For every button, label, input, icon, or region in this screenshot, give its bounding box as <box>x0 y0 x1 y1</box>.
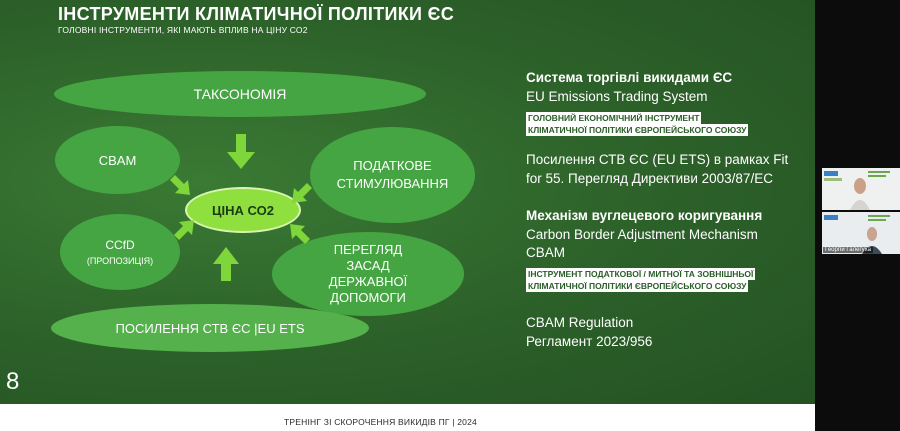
participant-avatar-icon <box>822 168 900 210</box>
arrow-right-up-icon <box>174 220 194 240</box>
presentation-slide: ІНСТРУМЕНТИ КЛІМАТИЧНОЇ ПОЛІТИКИ ЄС ГОЛО… <box>0 0 815 404</box>
slide-footer <box>0 404 815 431</box>
ets-tag-2: КЛІМАТИЧНОЇ ПОЛІТИКИ ЄВРОПЕЙСЬКОГО СОЮЗУ <box>526 124 749 136</box>
arrow-up-icon <box>213 247 239 281</box>
cbam-abbr: CBAM <box>526 245 566 260</box>
arrow-left-up-icon <box>290 224 310 244</box>
ets-ellipse: ПОСИЛЕННЯ СТВ ЄС |EU ETS <box>51 304 369 352</box>
co2-price-label: ЦІНА СО2 <box>212 202 274 218</box>
ets-label: ПОСИЛЕННЯ СТВ ЄС |EU ETS <box>115 320 305 336</box>
ets-tag-1: ГОЛОВНИЙ ЕКОНОМІЧНИЙ ІНСТРУМЕНТ <box>526 112 702 124</box>
cbam-english: Carbon Border Adjustment Mechanism <box>526 227 758 242</box>
arrow-down-icon <box>227 134 255 169</box>
slide-subtitle: ГОЛОВНІ ІНСТРУМЕНТИ, ЯКІ МАЮТЬ ВПЛИВ НА … <box>58 25 308 35</box>
slide-title: ІНСТРУМЕНТИ КЛІМАТИЧНОЇ ПОЛІТИКИ ЄС <box>58 4 454 24</box>
cbam-label: CBAM <box>98 152 137 168</box>
ccfd-note: (ПРОПОЗИЦІЯ) <box>86 256 154 266</box>
participant-video-1[interactable] <box>822 168 900 210</box>
ets-line-2: for 55. Перегляд Директиви 2003/87/ЕС <box>526 171 773 186</box>
regulation-line-2: Регламент 2023/956 <box>526 334 653 349</box>
tax-incentive-ellipse: ПОДАТКОВЕ СТИМУЛЮВАННЯ <box>310 127 475 223</box>
ccfd-label: CCfD <box>105 238 135 252</box>
tax-incentive-label: ПОДАТКОВЕ СТИМУЛЮВАННЯ <box>336 158 449 191</box>
ets-english: EU Emissions Trading System <box>526 89 708 104</box>
footer-text: ТРЕНІНГ ЗІ СКОРОЧЕННЯ ВИКИДІВ ПГ | 2024 <box>284 417 477 427</box>
ccfd-ellipse: CCfD (ПРОПОЗИЦІЯ) <box>60 214 180 290</box>
arrow-left-down-icon <box>292 183 312 203</box>
regulation-line-1: CBAM Regulation <box>526 315 634 330</box>
cbam-ellipse: CBAM <box>55 126 180 194</box>
state-aid-label: ПЕРЕГЛЯД ЗАСАД ДЕРЖАВНОЇ ДОПОМОГИ <box>328 242 408 305</box>
cbam-heading: Механізм вуглецевого коригування <box>526 208 763 223</box>
taxonomy-label: ТАКСОНОМІЯ <box>193 86 287 102</box>
arrow-right-down-icon <box>170 175 190 195</box>
taxonomy-ellipse: ТАКСОНОМІЯ <box>54 71 426 117</box>
ets-line-1: Посилення СТВ ЄС (EU ETS) в рамках Fit <box>526 152 789 167</box>
page-number: 8 <box>6 368 20 395</box>
state-aid-ellipse: ПЕРЕГЛЯД ЗАСАД ДЕРЖАВНОЇ ДОПОМОГИ <box>272 232 464 316</box>
co2-price-center: ЦІНА СО2 <box>185 187 301 233</box>
speaker-name-label: Георгій Галегуха <box>823 247 873 253</box>
ets-heading: Система торгівлі викидами ЄС <box>526 70 733 85</box>
cbam-tag-2: КЛІМАТИЧНОЇ ПОЛІТИКИ ЄВРОПЕЙСЬКОГО СОЮЗУ <box>526 280 749 292</box>
cbam-tag-1: ІНСТРУМЕНТ ПОДАТКОВОЇ / МИТНОЇ ТА ЗОВНІШ… <box>526 268 756 280</box>
